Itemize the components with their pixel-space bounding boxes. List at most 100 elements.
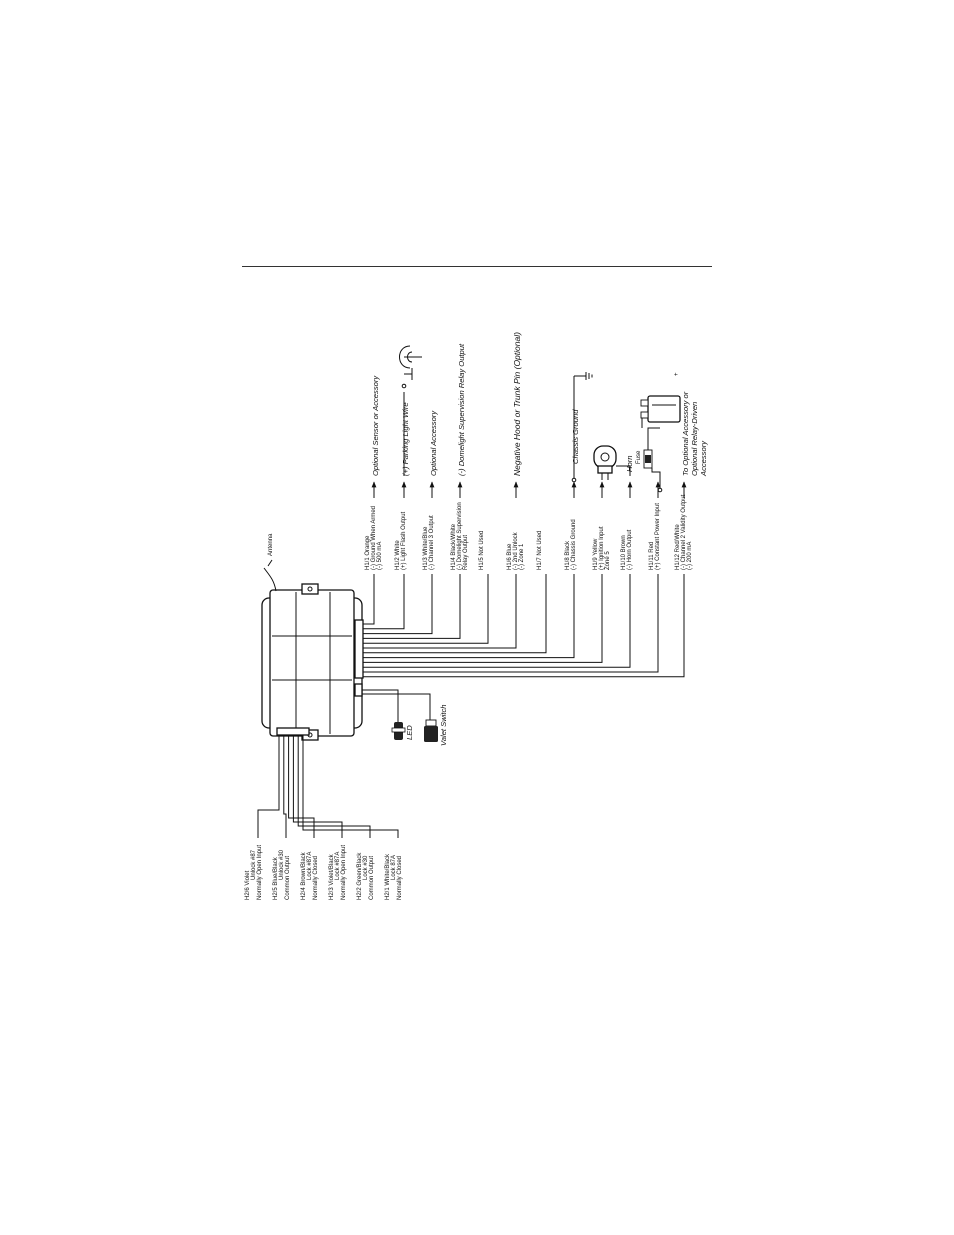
battery-icon bbox=[640, 395, 681, 428]
h2-wire-label: Lock #87A bbox=[335, 852, 341, 880]
led-label: LED bbox=[405, 725, 414, 740]
h1-wire-label: (-) Channel 3 Output bbox=[429, 515, 435, 570]
header-rule bbox=[242, 266, 712, 267]
h1-wire-12: H1/12 Red/White(-) Channel 2 Validity Ou… bbox=[363, 391, 708, 678]
h1-wire-label: H1/12 Red/White bbox=[675, 524, 681, 570]
h2-wire-line bbox=[292, 735, 343, 838]
fuse-label: Fuse bbox=[636, 450, 642, 464]
h1-wire-label: Zone 5 bbox=[605, 551, 611, 570]
h1-wire-line bbox=[363, 574, 547, 654]
h1-wire-label: (+) Constant Power Input bbox=[655, 503, 661, 570]
h1-wire-label: H1/11 Red bbox=[649, 542, 655, 570]
h2-wire-label: H2/3 Violet/Black bbox=[329, 853, 335, 900]
h1-wire-line bbox=[363, 574, 433, 635]
h1-wire-line bbox=[363, 574, 517, 649]
h1-wire-line bbox=[363, 574, 489, 644]
parking-light-bulb-icon bbox=[399, 345, 422, 389]
h1-wire-label: (-) Chassis Ground bbox=[571, 519, 577, 570]
led-wire bbox=[362, 689, 399, 722]
h2-wire-label: H2/1 White/Black bbox=[385, 853, 391, 900]
led-icon bbox=[391, 722, 406, 740]
h1-wire-label: H1/5 Not Used bbox=[479, 531, 485, 570]
h1-wire-line bbox=[363, 574, 375, 625]
h2-wire-label: H2/2 Green/Black bbox=[357, 852, 363, 900]
h2-wire-label: Lock 87A bbox=[391, 855, 397, 880]
h1-wire-line bbox=[363, 574, 603, 663]
h1-wire-line bbox=[363, 574, 405, 630]
h1-wire-label: H1/2 White bbox=[395, 540, 401, 570]
h2-wire-label: H2/5 Blue/Black bbox=[273, 856, 279, 900]
h2-wire-label: Unlock #30 bbox=[279, 849, 285, 880]
ground-symbol-icon bbox=[574, 372, 593, 380]
h1-destination-label: Negative Hood or Trunk Pin (Optional) bbox=[512, 332, 522, 476]
h1-destination-label: Optional Accessory bbox=[429, 410, 438, 476]
h1-destination-label: (+) Parking Light Wire bbox=[401, 402, 410, 476]
h2-wire-label: Normally Open Input bbox=[341, 845, 347, 900]
h1-wire-label: H1/4 Black/White bbox=[451, 523, 457, 570]
h1-wire-10: H1/10 Brown(-) Horn Output bbox=[363, 481, 633, 668]
h1-destination-label: To Optional Accessory or bbox=[681, 391, 690, 476]
ground-terminal bbox=[571, 477, 577, 483]
antenna-wire bbox=[263, 567, 277, 592]
h1-wire-8: H1/8 Black(-) Chassis Ground Chassis Grou… bbox=[363, 409, 580, 659]
h1-wire-1: H1/1 Orange(-) Ground When Armed(-) 500 … bbox=[363, 375, 383, 625]
fuse-lead-b bbox=[647, 427, 660, 450]
h1-wire-4: H1/4 Black/White(-) Domelight Supervisio… bbox=[363, 343, 469, 639]
h1-wire-6: H1/6 Blue(-) 2nd Unlock(-) Zone 1Negativ… bbox=[363, 332, 525, 649]
h2-wire-label: Common Output bbox=[285, 856, 291, 900]
horn-link bbox=[616, 465, 631, 476]
h2-wire-label: Common Output bbox=[369, 856, 375, 900]
h2-wire-label: Normally Closed bbox=[313, 856, 319, 900]
battery-sign: + bbox=[674, 372, 680, 376]
fuse-lead-a bbox=[651, 468, 661, 488]
h1-destination-label: (-) Domelight Supervision Relay Output bbox=[457, 343, 466, 476]
h1-wire-label: H1/1 Orange bbox=[365, 535, 371, 570]
h2-wire-line bbox=[257, 735, 280, 838]
fuse-icon bbox=[643, 449, 653, 469]
h2-wire-label: Normally Open Input bbox=[257, 845, 263, 900]
valet-switch-label: Valet Switch bbox=[439, 704, 448, 746]
h2-wire-line bbox=[283, 735, 287, 838]
h1-destination-label: Optional Sensor or Accessory bbox=[371, 375, 380, 476]
h1-wire-label: H1/8 Black bbox=[565, 540, 571, 570]
h2-wire-label: Lock #30 bbox=[363, 855, 369, 880]
h1-destination-label: Chassis Ground bbox=[571, 409, 580, 464]
antenna-leader bbox=[267, 559, 273, 567]
h1-wire-5: H1/5 Not Used bbox=[363, 531, 489, 644]
h1-wire-label: H1/7 Not Used bbox=[537, 531, 543, 570]
h2-wire-line bbox=[302, 735, 399, 838]
h1-wire-label: (-) Ground When Armed bbox=[371, 506, 377, 570]
h1-wire-label: H1/6 Blue bbox=[507, 543, 513, 570]
h2-wire-label: H2/6 Violet bbox=[245, 870, 251, 900]
h1-wire-label: (-) Domelight Supervision bbox=[457, 502, 463, 570]
h1-wire-label: H1/10 Brown bbox=[621, 535, 627, 570]
h1-wire-line bbox=[363, 574, 461, 639]
h1-wire-2: H1/2 White(+) Light Flash Output (+) Park… bbox=[363, 402, 410, 630]
h1-wire-label: (-) 2nd Unlock bbox=[513, 531, 519, 570]
h1-wire-label: H1/9 Yellow bbox=[593, 538, 599, 570]
h1-wire-label: (-) 500 mA bbox=[377, 542, 383, 570]
control-module bbox=[261, 583, 364, 741]
h1-wire-label: (+) Light Flash Output bbox=[401, 511, 407, 570]
h1-wire-label: (-) Horn Output bbox=[627, 529, 633, 570]
antenna-label: Antenna bbox=[268, 533, 274, 556]
h2-wire-label: H2/4 Brown/Black bbox=[301, 851, 307, 900]
h2-wire-label: Lock #87A bbox=[307, 852, 313, 880]
h1-wire-line bbox=[363, 574, 659, 673]
h1-wire-label: Relay Output bbox=[463, 535, 469, 570]
siren-horn-icon bbox=[593, 445, 617, 480]
valet-switch-icon bbox=[424, 719, 438, 742]
h2-wire-line bbox=[288, 735, 315, 838]
h1-wire-label: (-) 200 mA bbox=[687, 542, 693, 570]
h1-wire-label: (-) Channel 2 Validity Output bbox=[681, 494, 687, 570]
valet-wire bbox=[362, 693, 431, 722]
h1-destination-label-3: Accessory bbox=[699, 440, 708, 477]
